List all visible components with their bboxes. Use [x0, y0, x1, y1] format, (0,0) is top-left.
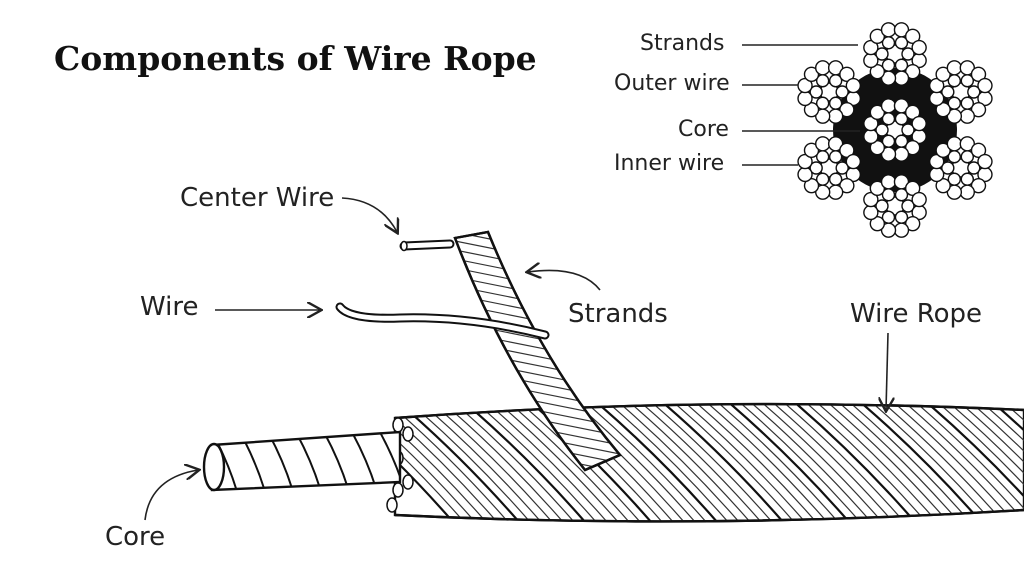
xsec-label-core: Core: [678, 117, 729, 142]
xsec-label-strands: Strands: [640, 31, 725, 56]
cross-section-illustration: [797, 22, 993, 238]
xsec-label-outer-wire: Outer wire: [614, 71, 730, 96]
label-wire: Wire: [140, 292, 198, 322]
arrow-core: [144, 470, 198, 521]
center-wire-element: [399, 239, 455, 252]
label-wire-rope: Wire Rope: [850, 299, 982, 329]
single-wire-element: [335, 302, 550, 340]
label-core: Core: [105, 522, 165, 552]
label-center-wire: Center Wire: [180, 183, 334, 213]
arrow-center-wire: [341, 197, 397, 232]
label-strands: Strands: [568, 299, 668, 329]
diagram-title: Components of Wire Rope: [54, 39, 537, 78]
wire-rope-body: [393, 402, 1024, 523]
xsec-label-inner-wire: Inner wire: [614, 151, 724, 176]
arrow-wire-rope: [886, 332, 888, 410]
arrow-strands: [528, 270, 601, 291]
